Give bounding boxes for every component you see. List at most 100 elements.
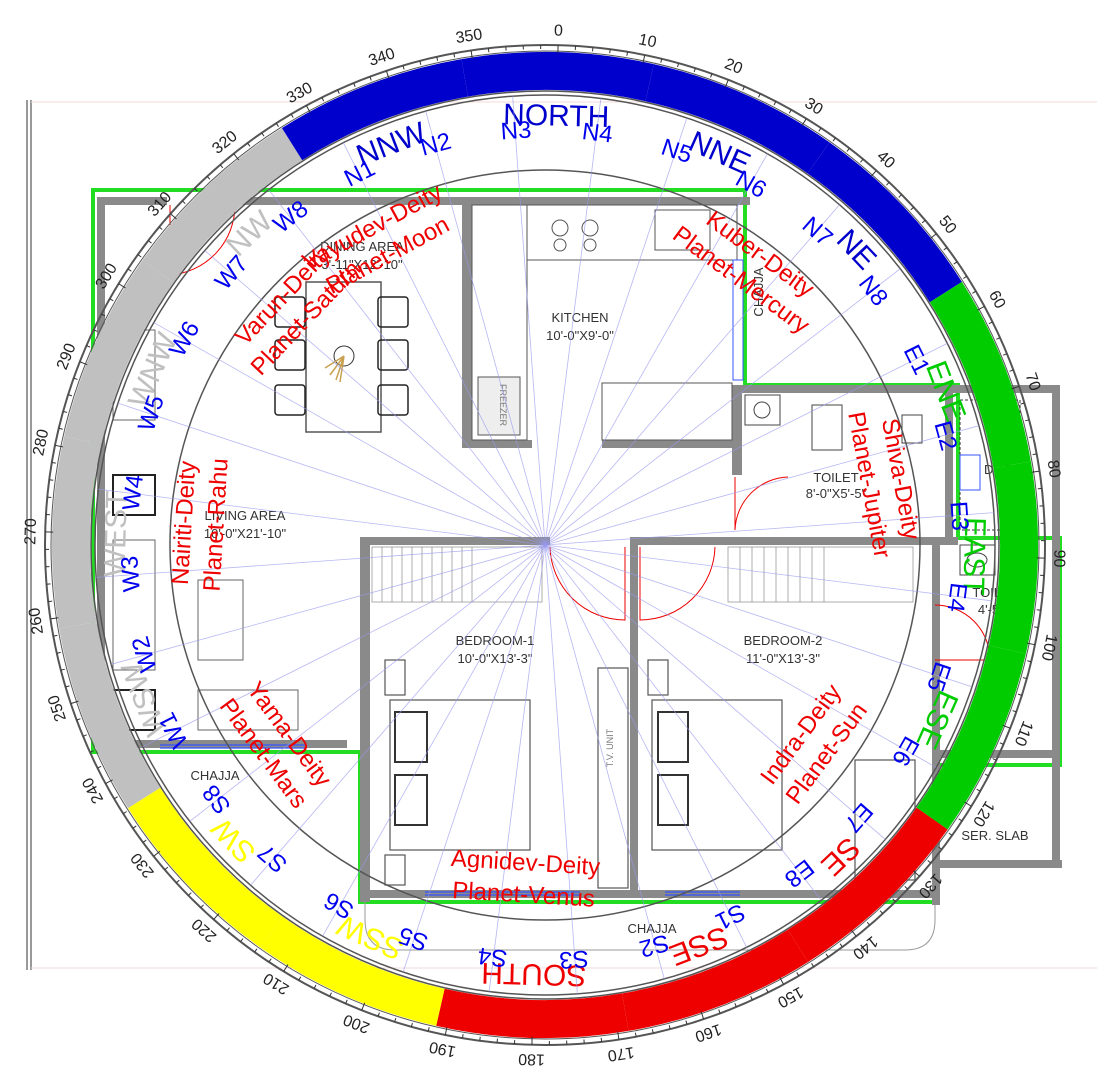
deity-planet: Planet-Rahu <box>199 457 234 592</box>
degree-tick <box>159 227 162 230</box>
pada-division-line <box>545 545 664 979</box>
room-name-toilet1: TOILET <box>813 470 858 485</box>
pada-label-n4: N4 <box>580 118 614 149</box>
room-name-bedroom2: BEDROOM-2 <box>744 633 823 648</box>
pada-label-e3: E3 <box>944 500 973 531</box>
degree-tick <box>847 148 849 151</box>
degree-tick <box>165 867 168 870</box>
degree-tick <box>618 1032 619 1040</box>
degree-tick <box>905 886 908 889</box>
degree-tick <box>148 241 151 243</box>
degree-tick <box>176 880 179 883</box>
degree-tick <box>445 1027 447 1035</box>
degree-tick <box>276 123 278 126</box>
vastu-overlay: NORTHNNENEENEEASTESESESSESOUTHSSWSWWSWWE… <box>22 23 1067 1068</box>
degree-tick <box>735 1003 737 1007</box>
degree-label-230: 230 <box>128 849 158 881</box>
degree-tick <box>1027 643 1035 645</box>
degree-tick <box>922 220 925 223</box>
staircase <box>372 547 913 602</box>
degree-label-220: 220 <box>189 915 220 945</box>
degree-tick <box>812 963 814 966</box>
degree-label-340: 340 <box>367 45 398 70</box>
degree-tick <box>826 954 828 957</box>
degree-tick <box>480 1037 481 1041</box>
degree-label-140: 140 <box>849 932 881 962</box>
degree-label-110: 110 <box>1011 718 1036 748</box>
degree-tick <box>52 462 56 463</box>
ser-slab-label: SER. SLAB <box>961 828 1028 843</box>
degree-tick <box>269 959 271 962</box>
degree-label-10: 10 <box>637 31 658 51</box>
degree-label-160: 160 <box>693 1020 724 1045</box>
pada-label-e5: E5 <box>921 658 956 694</box>
degree-tick <box>55 445 63 447</box>
degree-tick <box>138 255 141 257</box>
degree-tick <box>643 55 645 63</box>
degree-tick <box>182 201 185 204</box>
pada-label-w4: W4 <box>118 473 149 512</box>
degree-tick <box>471 50 472 58</box>
room-size-bedroom2: 11'-0"X13'-3" <box>746 651 820 666</box>
tv-unit-label: T.V. UNIT <box>605 728 615 767</box>
degree-label-0: 0 <box>554 23 563 40</box>
degree-tick <box>1034 627 1038 628</box>
degree-tick <box>911 207 914 210</box>
room-name-kitchen: KITCHEN <box>551 310 608 325</box>
pada-label-n5: N5 <box>658 134 696 169</box>
degree-tick <box>928 860 931 863</box>
degree-tick <box>248 143 250 146</box>
deity-name: Agnidev-Deity <box>450 845 601 881</box>
degree-label-180: 180 <box>518 1050 545 1068</box>
degree-label-320: 320 <box>209 128 241 158</box>
chajja-left-label: CHAJJA <box>190 768 239 783</box>
degree-label-260: 260 <box>26 606 47 635</box>
degree-tick <box>899 195 902 198</box>
degree-tick <box>949 833 952 835</box>
pada-division-line <box>545 545 821 900</box>
degree-tick <box>963 276 966 278</box>
pada-division-line <box>545 545 936 767</box>
room-size-kitchen: 10'-0"X9'-0" <box>546 328 614 343</box>
pada-division-line <box>251 545 545 885</box>
pada-division-line <box>98 489 545 545</box>
degree-tick <box>959 819 962 821</box>
degree-tick <box>262 133 264 136</box>
degree-tick <box>83 735 87 737</box>
windows <box>160 745 740 895</box>
degree-tick <box>1003 354 1007 356</box>
pada-division-line <box>513 96 545 545</box>
pada-division-line <box>96 545 545 577</box>
pada-division-line <box>545 545 992 601</box>
degree-tick <box>1032 471 1040 472</box>
degree-label-20: 20 <box>722 56 745 78</box>
degree-label-310: 310 <box>145 189 175 220</box>
degree-label-270: 270 <box>22 518 40 545</box>
pada-label-s4: S4 <box>476 941 509 971</box>
degree-tick <box>462 1034 463 1038</box>
degree-label-40: 40 <box>873 148 898 173</box>
degree-label-250: 250 <box>45 693 70 724</box>
pada-label-n3: N3 <box>500 116 532 145</box>
degree-label-290: 290 <box>54 341 80 372</box>
degree-tick <box>833 138 835 141</box>
degree-tick <box>860 159 863 162</box>
pada-label-n8: N8 <box>853 271 893 312</box>
degree-label-50: 50 <box>935 213 959 238</box>
degree-tick <box>50 618 58 619</box>
degree-tick <box>143 840 146 842</box>
degree-tick <box>123 812 126 814</box>
pada-division-line <box>323 545 545 936</box>
degree-tick <box>188 893 191 896</box>
pada-division-line <box>489 545 545 992</box>
degree-tick <box>840 944 842 947</box>
degree-tick <box>944 248 947 250</box>
pada-label-e4: E4 <box>941 581 971 614</box>
pada-label-e8: E8 <box>779 853 819 892</box>
degree-tick <box>954 262 957 264</box>
degree-tick <box>255 949 257 952</box>
